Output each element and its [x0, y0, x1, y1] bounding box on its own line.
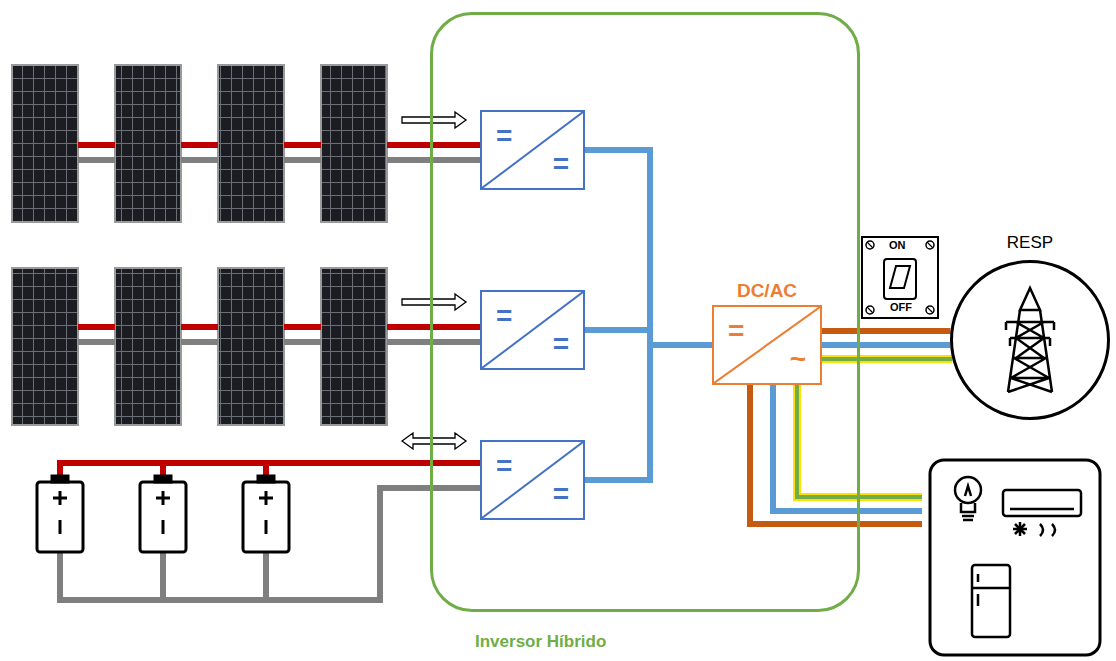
switch-symbol	[862, 237, 938, 318]
dc-bus	[585, 345, 712, 480]
loads-box	[930, 460, 1100, 655]
symbol-text: =	[496, 120, 512, 152]
pv-panels	[12, 65, 387, 425]
ac-grid-line	[822, 331, 952, 359]
dcdc-converter: ==	[480, 440, 585, 520]
node-title: RESP	[953, 233, 1107, 253]
symbol-text: =	[496, 300, 512, 332]
symbol-text: =	[553, 328, 569, 360]
dcac-inverter: DC/AC=~	[712, 305, 822, 385]
flow-arrows	[402, 112, 466, 449]
pylon-icon	[950, 260, 1110, 420]
load-wires	[750, 385, 922, 524]
dc-bus	[585, 150, 712, 345]
pv-wires	[78, 145, 482, 342]
symbol-text: =	[496, 450, 512, 482]
symbol-text: =	[553, 148, 569, 180]
symbol-text: ~	[790, 343, 806, 375]
battery-wires	[60, 463, 482, 600]
inverter-housing: Inversor Híbrido======DC/AC=~	[430, 12, 860, 612]
node-title: Inversor Híbrido	[475, 632, 606, 652]
batteries	[37, 476, 289, 552]
switch-label: OFF	[890, 302, 912, 313]
node-title: DC/AC	[714, 280, 820, 302]
symbol-text: =	[553, 478, 569, 510]
symbol-text: =	[728, 315, 744, 347]
dcdc-converter: ==	[480, 110, 585, 190]
dcdc-converter: ==	[480, 290, 585, 370]
grid-circle: RESP	[950, 260, 1110, 420]
switch-label: ON	[889, 240, 906, 251]
